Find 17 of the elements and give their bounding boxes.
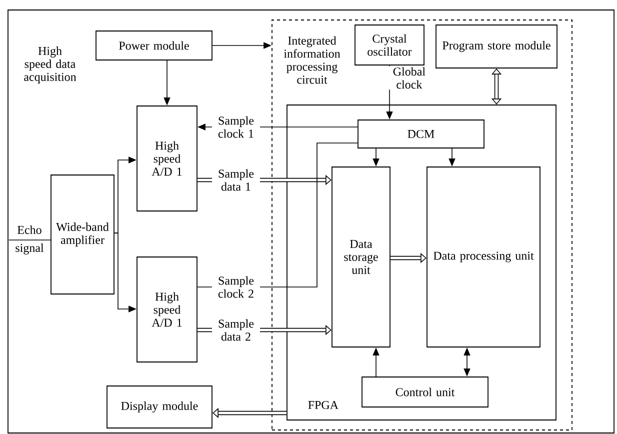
block-box: Data processing unit <box>426 166 540 348</box>
edge-label: Global clock <box>388 66 430 90</box>
edge-label: Sample clock 1 <box>212 115 260 139</box>
block-box: Program store module <box>436 24 558 68</box>
block-box: DCM <box>358 120 484 148</box>
block-box: Wide-band amplifier <box>50 174 114 294</box>
signal-label: Echo signal <box>16 226 44 254</box>
block-box: Crystal oscillator <box>354 24 424 66</box>
edge-label: Sample clock 2 <box>212 275 260 299</box>
edge-label: Sample data 1 <box>212 168 260 192</box>
block-box: Control unit <box>362 376 488 408</box>
block-box: Display module <box>106 386 212 428</box>
block-box: High speed A/D 1 <box>136 106 198 212</box>
edge-label: Sample data 2 <box>212 318 260 342</box>
block-box: Data storage unit <box>332 166 390 348</box>
block-box: Power module <box>96 30 212 60</box>
block-box: High speed A/D 1 <box>136 256 198 362</box>
